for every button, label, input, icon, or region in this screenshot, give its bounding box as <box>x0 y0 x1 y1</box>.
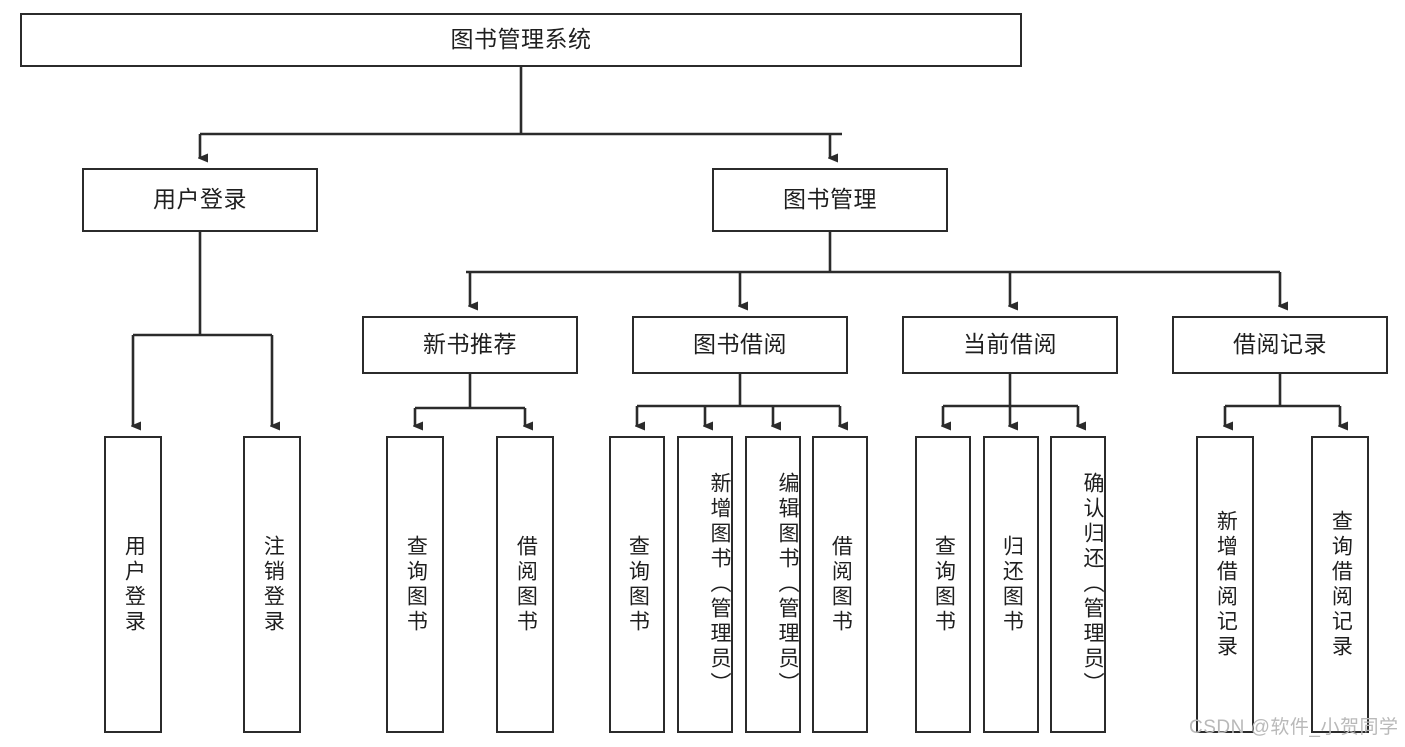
leaf-edit-book-label: 编辑图书（管理员） <box>776 472 799 697</box>
leaf-borrow-book-1[interactable]: 借阅图书 <box>496 436 554 733</box>
node-user-login[interactable]: 用户登录 <box>82 168 318 232</box>
csdn-watermark: CSDN @软件_小贺同学 <box>1189 717 1399 738</box>
leaf-confirm-return[interactable]: 确认归还（管理员） <box>1050 436 1106 733</box>
leaf-query-book-1[interactable]: 查询图书 <box>386 436 444 733</box>
leaf-add-book[interactable]: 新增图书（管理员） <box>677 436 733 733</box>
leaf-confirm-return-label: 确认归还（管理员） <box>1081 472 1104 697</box>
leaf-logout[interactable]: 注销登录 <box>243 436 301 733</box>
leaf-edit-book[interactable]: 编辑图书（管理员） <box>745 436 801 733</box>
node-book-borrow-label: 图书借阅 <box>693 331 787 358</box>
leaf-query-record[interactable]: 查询借阅记录 <box>1311 436 1369 733</box>
leaf-logout-label: 注销登录 <box>261 534 285 635</box>
leaf-add-book-label: 新增图书（管理员） <box>708 472 731 697</box>
node-new-book-rec-label: 新书推荐 <box>423 331 517 358</box>
leaf-user-login[interactable]: 用户登录 <box>104 436 162 733</box>
node-current-borrow-label: 当前借阅 <box>963 331 1057 358</box>
leaf-query-book-3[interactable]: 查询图书 <box>915 436 971 733</box>
leaf-query-book-2[interactable]: 查询图书 <box>609 436 665 733</box>
node-book-manage[interactable]: 图书管理 <box>712 168 948 232</box>
leaf-borrow-book-2[interactable]: 借阅图书 <box>812 436 868 733</box>
node-book-borrow[interactable]: 图书借阅 <box>632 316 848 374</box>
node-borrow-record[interactable]: 借阅记录 <box>1172 316 1388 374</box>
leaf-borrow-book-1-label: 借阅图书 <box>514 534 538 635</box>
leaf-add-record[interactable]: 新增借阅记录 <box>1196 436 1254 733</box>
leaf-return-book-label: 归还图书 <box>1000 534 1024 635</box>
node-root-label: 图书管理系统 <box>450 26 592 53</box>
node-user-login-label: 用户登录 <box>153 186 247 213</box>
leaf-add-record-label: 新增借阅记录 <box>1214 509 1238 660</box>
node-current-borrow[interactable]: 当前借阅 <box>902 316 1118 374</box>
leaf-return-book[interactable]: 归还图书 <box>983 436 1039 733</box>
leaf-user-login-label: 用户登录 <box>122 534 146 635</box>
leaf-query-book-1-label: 查询图书 <box>404 534 428 635</box>
leaf-query-book-2-label: 查询图书 <box>626 534 650 635</box>
leaf-borrow-book-2-label: 借阅图书 <box>829 534 853 635</box>
node-book-manage-label: 图书管理 <box>783 186 877 213</box>
node-new-book-rec[interactable]: 新书推荐 <box>362 316 578 374</box>
node-root[interactable]: 图书管理系统 <box>20 13 1022 67</box>
leaf-query-book-3-label: 查询图书 <box>932 534 956 635</box>
node-borrow-record-label: 借阅记录 <box>1233 331 1327 358</box>
leaf-query-record-label: 查询借阅记录 <box>1329 509 1353 660</box>
